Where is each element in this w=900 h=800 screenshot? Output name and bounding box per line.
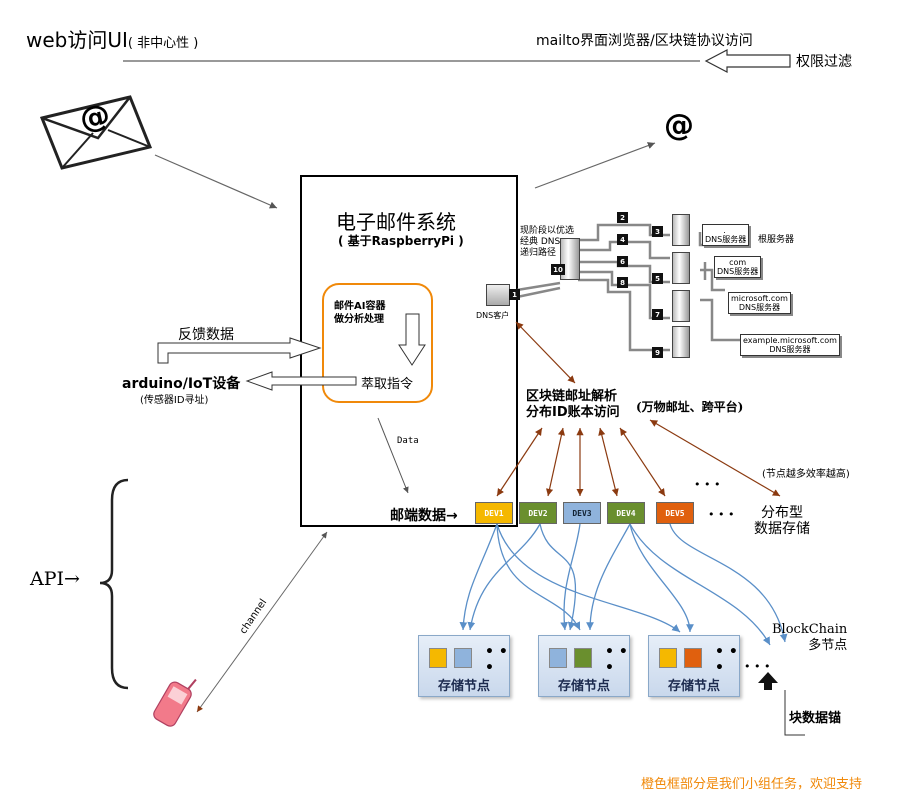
dns-local-server-icon — [560, 238, 580, 280]
dns-note: 现阶段以优选 经典 DNS 递归路径 — [520, 226, 575, 258]
dns-root-suffix: 根服务器 — [758, 235, 795, 245]
dns-step-4: 4 — [617, 234, 628, 245]
dev-1: DEV1 — [475, 502, 513, 524]
storage-node-1-label: 存储节点 — [437, 679, 490, 694]
resolver-note: (万物邮址、跨平台) — [636, 400, 744, 414]
system-subtitle: ( 基于RaspberryPi ) — [338, 234, 464, 248]
data-label: Data — [397, 436, 419, 446]
dns-step-8: 8 — [617, 277, 628, 288]
feedback-label: 反馈数据 — [178, 327, 234, 343]
mail-data-label: 邮端数据→ — [390, 508, 458, 524]
dns-com-box: com DNS服务器 — [714, 256, 762, 278]
storage-node-3: • • • 存储节点 — [648, 635, 740, 697]
system-title: 电子邮件系统 — [336, 210, 456, 234]
dns-step-9: 9 — [652, 347, 663, 358]
dns-step-6: 6 — [617, 256, 628, 267]
dns-step-5: 5 — [652, 273, 663, 284]
com-server-icon — [672, 252, 690, 284]
dns-client-label: DNS客户 — [476, 311, 510, 320]
dev-4: DEV4 — [607, 502, 645, 524]
storage-node-2: • • • 存储节点 — [538, 635, 630, 697]
storage-node-1-dots: • • • — [485, 644, 508, 676]
storage-node-2-label: 存储节点 — [557, 679, 610, 694]
ai-container-label: 邮件AI容器 做分析处理 — [334, 301, 386, 325]
footer-note: 橙色框部分是我们小组任务，欢迎支持 — [641, 777, 863, 792]
storage-node-2-block-b — [574, 648, 592, 668]
dev-3: DEV3 — [563, 502, 601, 524]
multi-node-label: BlockChain 多节点 — [772, 622, 848, 653]
anchor-label: 块数据锚 — [789, 711, 842, 726]
example-server-icon — [672, 326, 690, 358]
permission-filter-label: 权限过滤 — [796, 54, 852, 70]
command-label: 萃取指令 — [361, 377, 414, 392]
title-main: web访问UI — [26, 28, 128, 52]
storage-node-2-dots: • • • — [605, 644, 628, 676]
page-title: web访问UI( 非中心性 ) — [26, 24, 198, 53]
dns-root-box: . DNS服务器 — [702, 224, 750, 246]
api-brace — [99, 478, 129, 690]
storage-node-3-label: 存储节点 — [667, 679, 720, 694]
dns-step-7: 7 — [652, 309, 663, 320]
resolver-label: 区块链邮址解析 分布ID账本访问 — [526, 389, 620, 420]
storage-node-1: • • • 存储节点 — [418, 635, 510, 697]
dns-example-box: example.microsoft.com DNS服务器 — [740, 334, 840, 356]
storage-ellipsis: • • • — [744, 660, 771, 673]
mailto-label: mailto界面浏览器/区块链协议访问 — [536, 33, 753, 49]
permission-arrow — [704, 49, 791, 73]
dev-2: DEV2 — [519, 502, 557, 524]
target-at-symbol: @ — [664, 108, 694, 143]
dns-step-10: 10 — [551, 264, 565, 275]
dns-microsoft-box: microsoft.com DNS服务器 — [728, 292, 791, 314]
dev-ellipsis-top: • • • — [694, 478, 721, 491]
dns-step-1: 1 — [509, 289, 520, 300]
storage-node-3-block-a — [659, 648, 677, 668]
iot-device-label: arduino/IoT设备 — [122, 376, 241, 392]
phone-icon — [153, 678, 197, 727]
storage-node-1-block-b — [454, 648, 472, 668]
iot-device-note: (传感器ID寻址) — [140, 395, 209, 406]
distributed-storage-label: 分布型 数据存储 — [754, 505, 810, 537]
dns-step-2: 2 — [617, 212, 628, 223]
dns-step-3: 3 — [652, 226, 663, 237]
api-label: API→ — [30, 568, 80, 590]
envelope-icon — [39, 95, 153, 170]
microsoft-server-icon — [672, 290, 690, 322]
ai-container-box — [322, 283, 433, 403]
storage-node-3-dots: • • • — [715, 644, 738, 676]
title-note: ( 非中心性 ) — [127, 36, 199, 51]
efficiency-note: (节点越多效率越高) — [762, 469, 850, 480]
dev-5: DEV5 — [656, 502, 694, 524]
storage-node-3-block-b — [684, 648, 702, 668]
dev-ellipsis: • • • — [708, 508, 735, 521]
root-server-icon — [672, 214, 690, 246]
storage-node-2-block-a — [549, 648, 567, 668]
storage-node-1-block-a — [429, 648, 447, 668]
dns-client-icon — [486, 284, 510, 306]
